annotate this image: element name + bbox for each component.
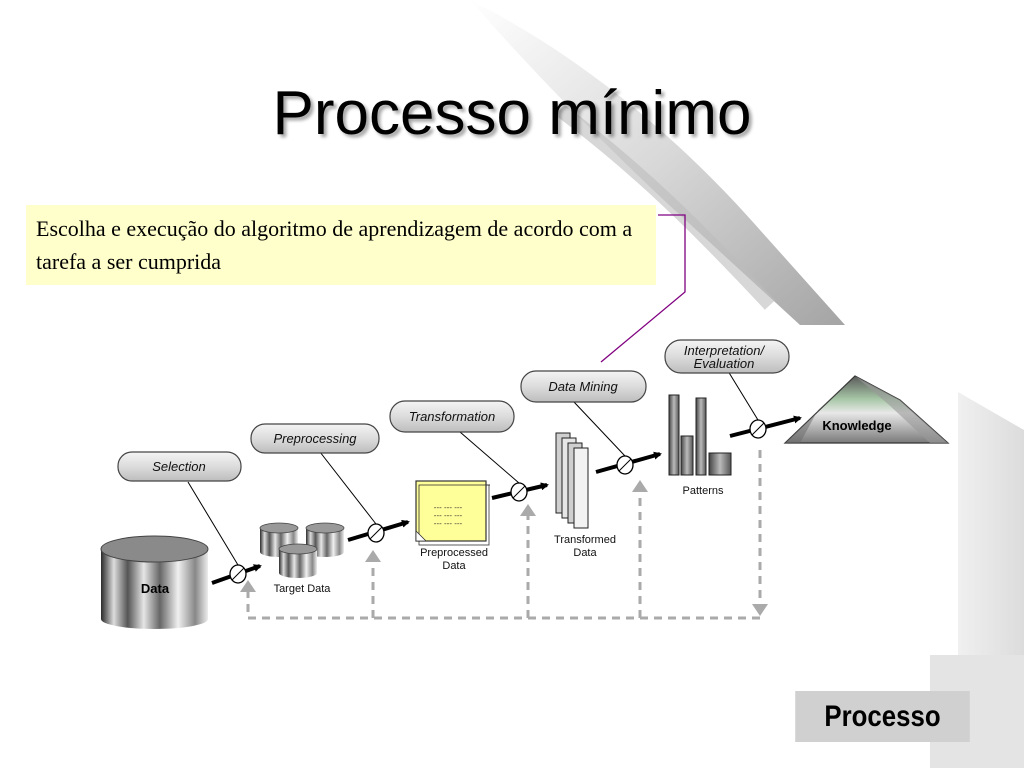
swoosh-stripe <box>555 104 776 310</box>
preprocessed-data-label-2: Data <box>442 560 466 572</box>
data-label: Data <box>141 581 170 596</box>
feedback-arrowheads <box>240 480 768 616</box>
svg-text:Data Mining: Data Mining <box>548 379 618 394</box>
callout-text-box: Escolha e execução do algoritmo de apren… <box>26 205 656 285</box>
feedback-loop <box>246 450 762 620</box>
svg-text:Preprocessing: Preprocessing <box>273 431 357 446</box>
step-selection: Selection <box>117 451 242 482</box>
svg-text:Selection: Selection <box>152 459 205 474</box>
step-interpretation-evaluation: Interpretation/ Evaluation <box>664 339 790 374</box>
svg-text:--- --- ---: --- --- --- <box>434 503 463 512</box>
patterns-label: Patterns <box>683 485 724 497</box>
transformed-data-stack: Transformed Data <box>554 432 616 559</box>
swoosh-shape <box>470 0 845 325</box>
target-data-label: Target Data <box>274 583 332 595</box>
step-preprocessing: Preprocessing <box>250 423 380 454</box>
svg-text:Interpretation/: Interpretation/ <box>684 343 766 358</box>
step-transformation: Transformation <box>389 400 515 433</box>
data-cylinder: Data <box>100 535 209 629</box>
target-data-cylinders: Target Data <box>259 522 345 595</box>
svg-text:Evaluation: Evaluation <box>694 356 755 371</box>
svg-text:--- --- ---: --- --- --- <box>434 511 463 520</box>
knowledge-pyramid: Knowledge <box>783 375 950 444</box>
processo-nav-button[interactable]: Processo <box>795 691 970 742</box>
step-data-mining: Data Mining <box>520 370 647 403</box>
transformed-data-label-2: Data <box>573 547 597 559</box>
preprocessed-data-label-1: Preprocessed <box>420 547 488 559</box>
step-connectors <box>187 370 759 566</box>
transformed-data-label-1: Transformed <box>554 534 616 546</box>
svg-text:--- --- ---: --- --- --- <box>434 519 463 528</box>
patterns-bars: Patterns <box>668 394 732 497</box>
svg-text:Transformation: Transformation <box>409 409 495 424</box>
slide-title: Processo mínimo <box>272 79 752 148</box>
preprocessed-data-document: --- --- --- --- --- --- --- --- --- Prep… <box>415 480 490 572</box>
knowledge-label: Knowledge <box>822 418 891 433</box>
